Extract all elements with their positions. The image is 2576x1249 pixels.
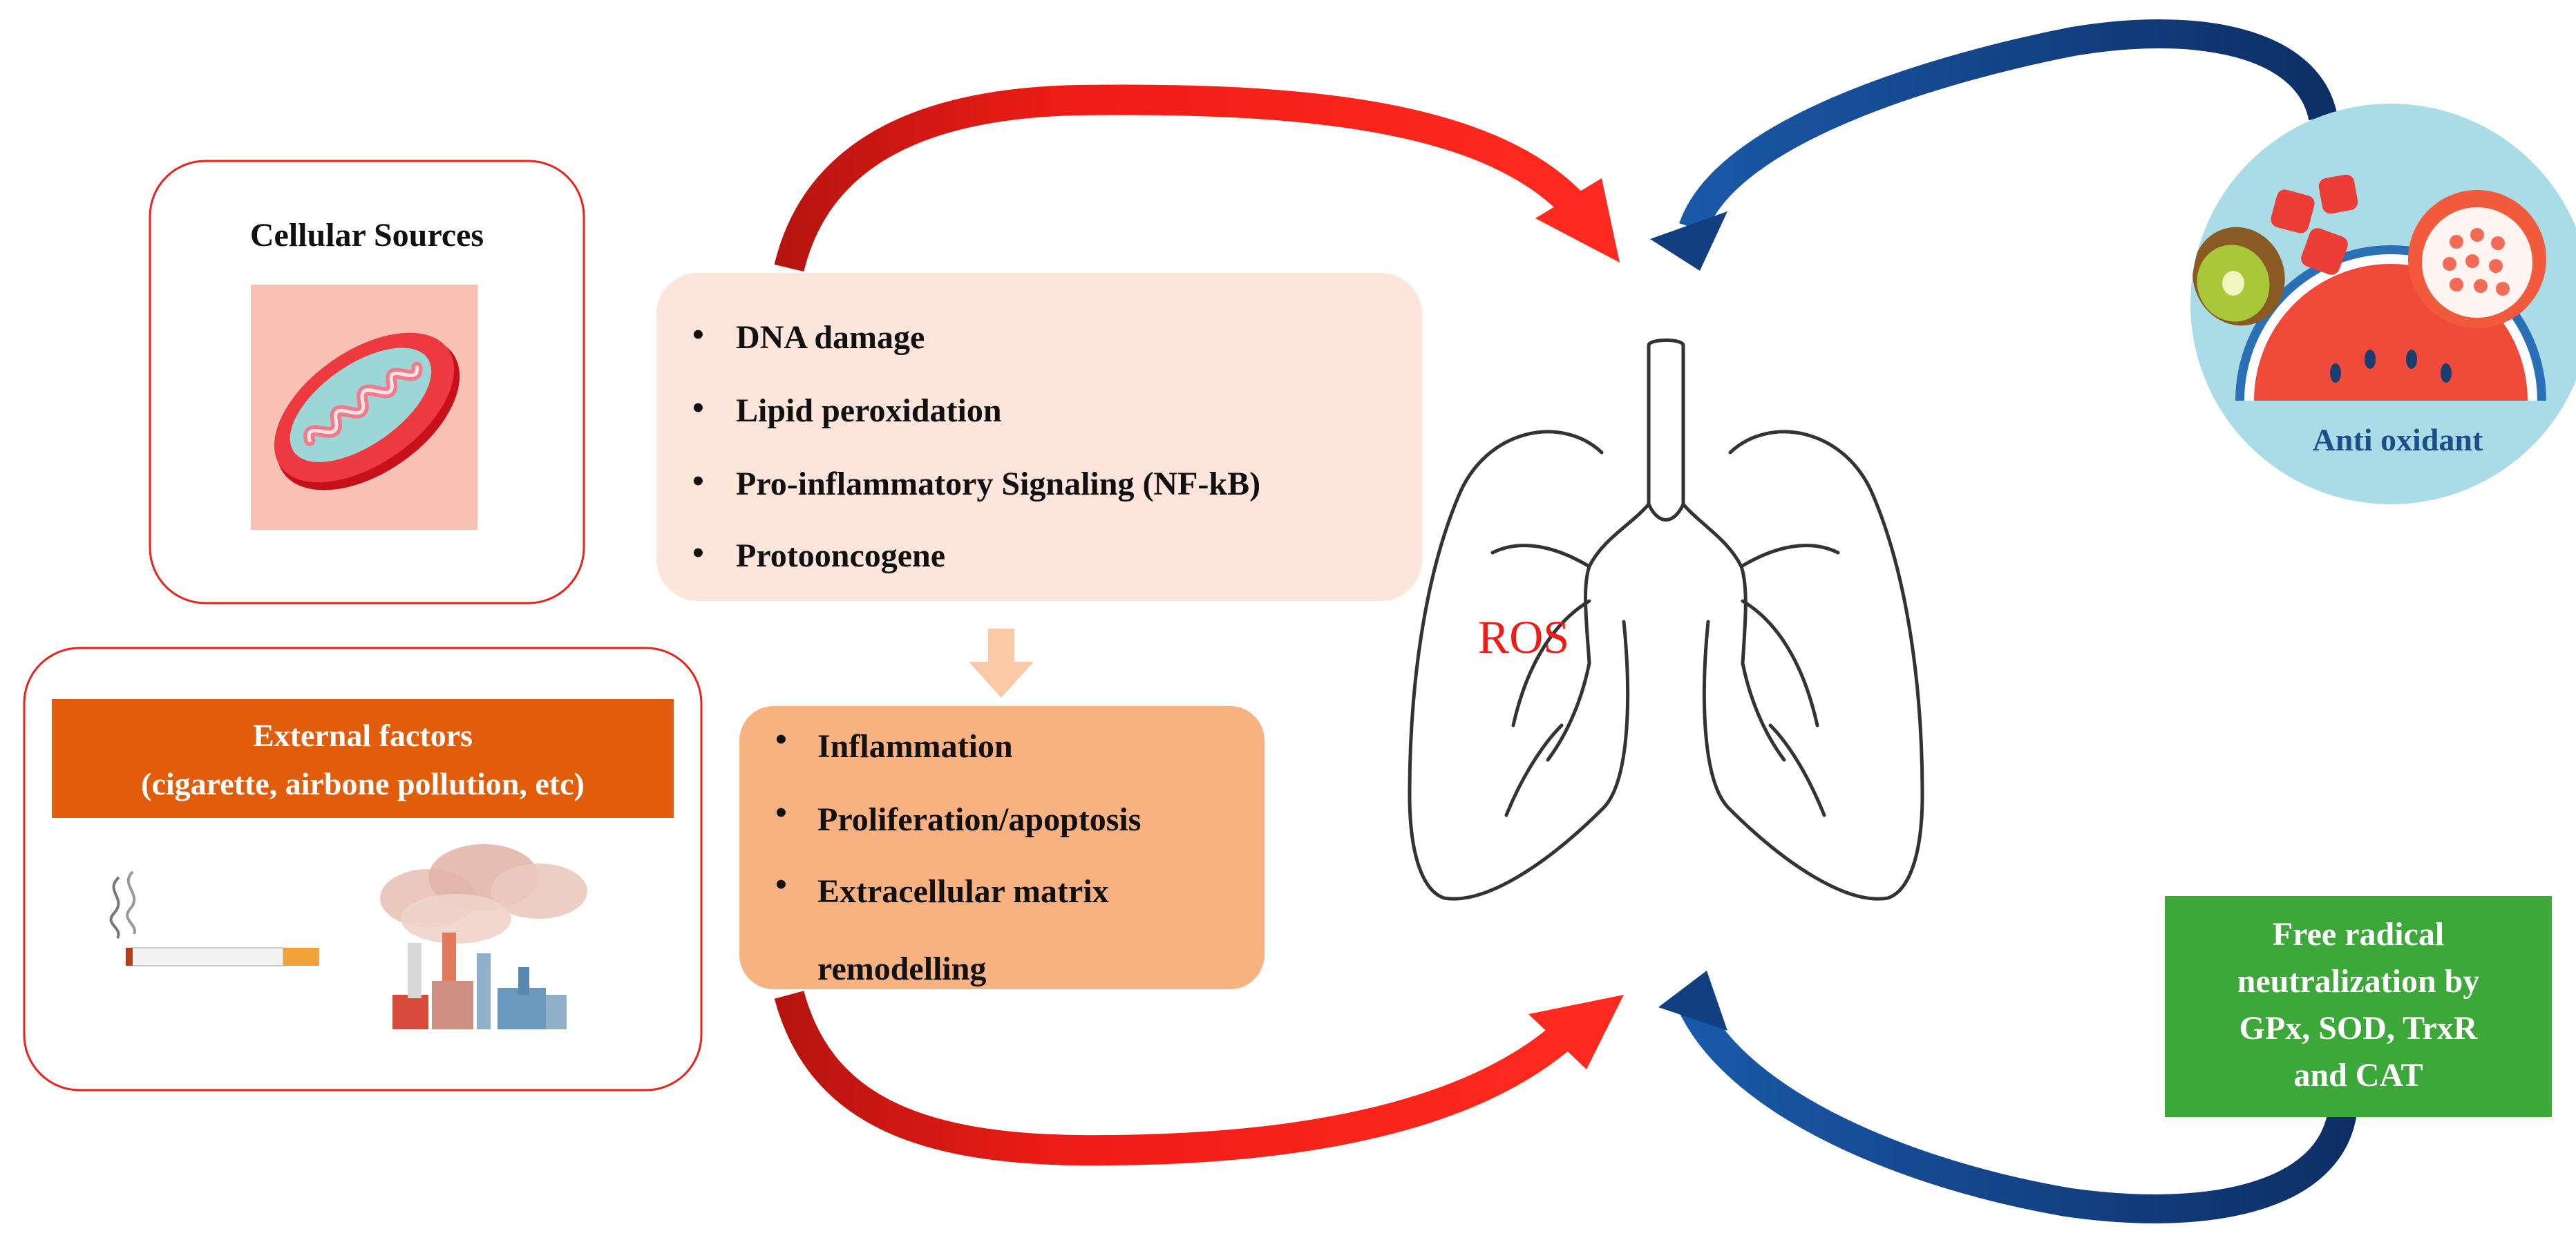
bullet-dot: •	[775, 866, 787, 903]
antioxidant-label: Anti oxidant	[2313, 422, 2483, 457]
bullet-dot: •	[692, 316, 704, 353]
red-arrow-top	[774, 84, 1620, 272]
factory-smoke-icon	[380, 844, 587, 1029]
effects-box: • DNA damage • Lipid peroxidation • Pro-…	[656, 273, 1422, 601]
external-factors-subtitle: (cigarette, airbone pollution, etc)	[141, 766, 585, 801]
down-arrow	[969, 629, 1034, 698]
red-arrow-bottom	[774, 991, 1624, 1166]
bullet-dot: •	[775, 721, 787, 758]
outcome-item: Proliferation/apoptosis	[817, 801, 1141, 838]
blue-arrow-top	[1650, 19, 2338, 271]
bullet-dot: •	[692, 463, 704, 499]
bullet-dot: •	[692, 390, 704, 426]
outcome-item: Extracellular matrix	[817, 873, 1109, 910]
outcome-item-continuation: remodelling	[817, 951, 986, 987]
antioxidant-circle: Anti oxidant	[2190, 104, 2576, 504]
blue-arrow-bottom	[1658, 971, 2357, 1223]
effect-item: DNA damage	[736, 319, 925, 356]
cigarette-icon	[109, 870, 319, 966]
cellular-sources-title: Cellular Sources	[250, 217, 484, 254]
ros-label: ROS	[1478, 611, 1569, 663]
fruits-icon	[2193, 174, 2546, 401]
neutralization-line: GPx, SOD, TrxR	[2239, 1010, 2479, 1047]
outcome-item: Inflammation	[817, 728, 1013, 765]
neutralization-box: Free radical neutralization by GPx, SOD,…	[2165, 896, 2552, 1117]
external-factors-box: External factors (cigarette, airbone pol…	[23, 647, 703, 1091]
outcomes-box: • Inflammation • Proliferation/apoptosis…	[739, 706, 1265, 989]
external-factors-header	[52, 699, 674, 818]
bullet-dot: •	[775, 794, 787, 831]
mitochondria-icon	[251, 285, 477, 530]
cellular-sources-box: Cellular Sources	[149, 160, 585, 604]
neutralization-line: neutralization by	[2237, 963, 2480, 1000]
external-factors-title: External factors	[253, 718, 473, 753]
effect-item: Pro-inflammatory Signaling (NF-kB)	[736, 466, 1260, 502]
lungs-icon	[1408, 339, 1924, 901]
effect-item: Protooncogene	[736, 537, 945, 574]
neutralization-line: Free radical	[2273, 916, 2444, 953]
bullet-dot: •	[692, 535, 704, 571]
neutralization-line: and CAT	[2293, 1057, 2423, 1094]
effect-item: Lipid peroxidation	[736, 392, 1002, 429]
